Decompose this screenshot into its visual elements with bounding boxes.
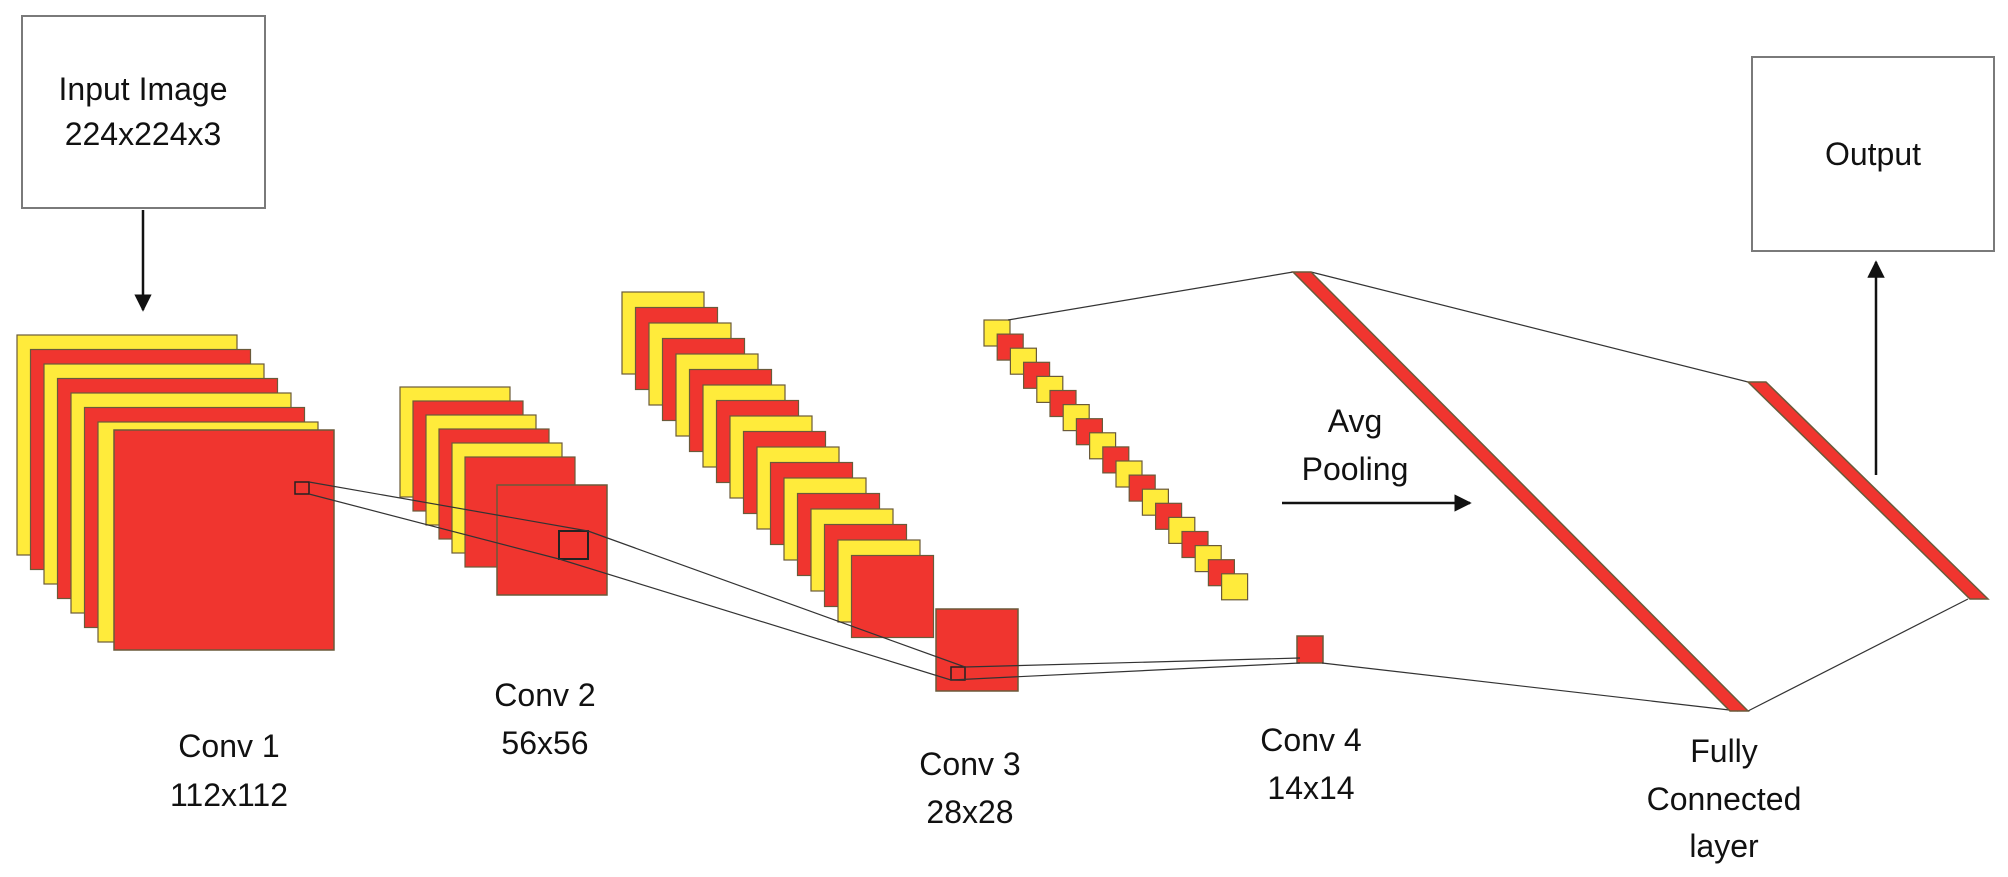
conv4-feature-maps xyxy=(983,319,1324,664)
projection-line xyxy=(1321,662,1739,712)
projection-line xyxy=(1310,271,1749,383)
projection-line xyxy=(1747,598,1969,712)
projection-line xyxy=(587,530,966,668)
input-label-line1: Input Image xyxy=(59,71,228,107)
projection-lines xyxy=(308,271,1969,712)
feature-map-front xyxy=(1296,635,1324,664)
conv1-label-line2: 112x112 xyxy=(170,777,288,813)
conv1-label-line1: Conv 1 xyxy=(178,728,279,764)
pooled-vector-bar xyxy=(1291,271,1750,712)
conv4-label-line1: Conv 4 xyxy=(1260,722,1361,758)
fc-label-line2: Connected xyxy=(1647,781,1802,817)
fully-connected-bar xyxy=(1746,381,1990,600)
projection-line xyxy=(308,481,589,532)
conv4-label-line2: 14x14 xyxy=(1267,770,1354,806)
projection-line xyxy=(308,493,560,560)
fc-label-line1: Fully xyxy=(1690,733,1758,769)
feature-map-front xyxy=(496,484,608,596)
feature-map-slice xyxy=(1220,573,1249,601)
conv2-label-line2: 56x56 xyxy=(501,725,588,761)
projection-line xyxy=(950,662,1301,681)
input-node: Input Image 224x224x3 xyxy=(21,15,266,209)
output-box xyxy=(1751,56,1995,252)
output-node: Output xyxy=(1751,56,1995,252)
conv3-feature-maps xyxy=(621,291,1019,692)
input-label-line2: 224x224x3 xyxy=(65,116,222,152)
conv2-receptive-field xyxy=(558,530,589,560)
conv2-label-line1: Conv 2 xyxy=(494,677,595,713)
conv3-label-line2: 28x28 xyxy=(926,794,1013,830)
projection-line xyxy=(964,657,1301,668)
projection-line xyxy=(558,558,952,681)
pool-label-line2: Pooling xyxy=(1302,451,1409,487)
conv3-label-line1: Conv 3 xyxy=(919,746,1020,782)
pool-label-line1: Avg xyxy=(1328,403,1383,439)
feature-map-slice xyxy=(850,554,935,639)
projection-line xyxy=(1007,271,1294,321)
conv1-feature-maps xyxy=(16,334,335,651)
output-label: Output xyxy=(1825,136,1921,172)
fc-label-line3: layer xyxy=(1689,828,1759,864)
input-box xyxy=(21,15,266,209)
feature-map-front xyxy=(113,429,335,651)
conv1-receptive-field xyxy=(294,481,310,495)
